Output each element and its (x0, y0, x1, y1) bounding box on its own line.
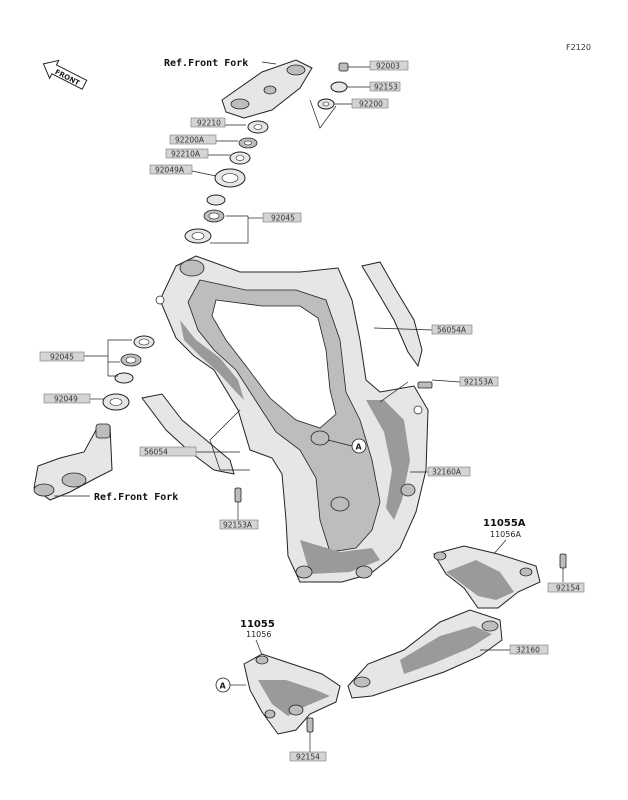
label-92153a-right: 92153A (464, 378, 494, 387)
group-sub-11056a: 11056A (490, 530, 521, 539)
label-32160a: 32160A (432, 468, 462, 477)
left-bearing-stack (102, 335, 155, 411)
lower-bracket-part (33, 423, 113, 501)
label-92049: 92049 (54, 395, 78, 404)
group-code-11055: 11055 (240, 619, 275, 630)
bolt-92154-right (559, 553, 567, 569)
front-arrow-icon: FRONT (42, 59, 88, 90)
washer-92153-part (330, 81, 348, 93)
upper-bracket-part (221, 59, 313, 119)
bolt-92153a-right (417, 381, 433, 389)
label-32160: 32160 (516, 646, 540, 655)
label-92210: 92210 (197, 119, 221, 128)
label-56054: 56054 (144, 448, 168, 457)
label-92003: 92003 (376, 62, 400, 71)
main-frame-part (155, 255, 429, 583)
label-92200: 92200 (359, 100, 383, 109)
cover-56054a-part (361, 261, 423, 368)
label-92200a: 92200A (175, 136, 205, 145)
label-92153a-bottom: 92153A (223, 521, 253, 530)
label-92045-left: 92045 (50, 353, 74, 362)
label-92045-top: 92045 (271, 214, 295, 223)
steering-stack (184, 120, 269, 244)
figure-code: F2120 (566, 43, 591, 52)
group-code-11055a: 11055A (483, 518, 526, 529)
callout-a-bracket: A (220, 682, 227, 691)
bolt-92153a-bottom (234, 487, 242, 503)
bracket-11056a-part (433, 545, 541, 609)
bracket-11056-part (243, 653, 341, 735)
ref-front-fork-top: Ref.Front Fork (164, 58, 248, 69)
bolt-92154-bottom (306, 717, 314, 733)
label-92049a: 92049A (155, 166, 185, 175)
label-92153: 92153 (374, 83, 398, 92)
washer-92200-part (317, 98, 335, 110)
group-sub-11056: 11056 (246, 630, 271, 639)
label-92210a: 92210A (171, 150, 201, 159)
label-56054a: 56054A (437, 326, 467, 335)
crossmember-32160-part (347, 609, 503, 699)
label-92154-bottom: 92154 (296, 753, 320, 762)
label-92154-right: 92154 (556, 584, 580, 593)
cover-56054-part (141, 393, 235, 475)
callout-a-frame: A (356, 443, 363, 452)
ref-front-fork-bottom: Ref.Front Fork (94, 492, 178, 503)
nut-92003-part (338, 62, 349, 72)
